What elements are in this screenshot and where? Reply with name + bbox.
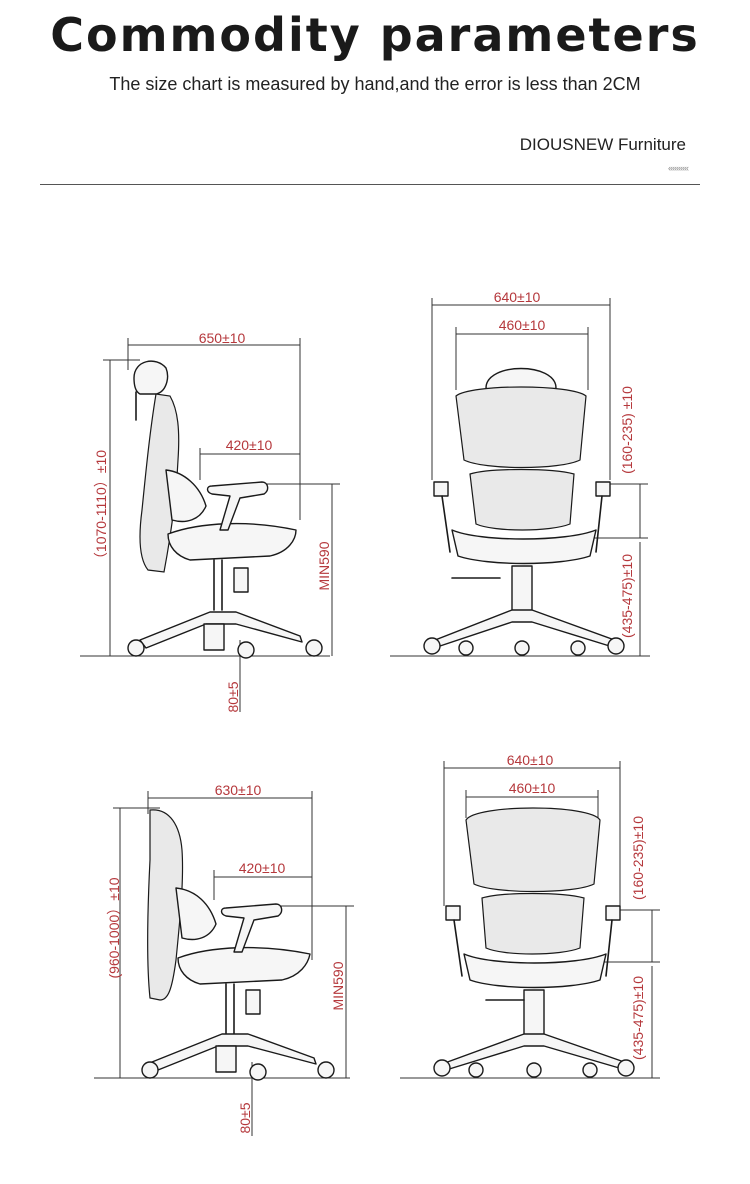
dim-arm-depth-label: 420±10 bbox=[239, 860, 286, 876]
bottom-front-view: 640±10 460±10 (160-235)±10 (435-475)±10 bbox=[400, 752, 660, 1079]
bottom-side-view: 630±10 420±10 (960-1000）±10 MIN590 80±5 bbox=[94, 782, 354, 1136]
dim-seat-height-label: MIN590 bbox=[316, 541, 332, 590]
dim-inner-width-label: 460±10 bbox=[509, 780, 556, 796]
page-subtitle: The size chart is measured by hand,and t… bbox=[109, 74, 641, 94]
dim-back-range-label: (160-235) ±10 bbox=[619, 386, 635, 474]
brand-name: DIOUSNEW Furniture bbox=[519, 135, 686, 154]
dim-foot-label: 80±5 bbox=[225, 681, 241, 712]
dim-height-label: （1070-1110）±10 bbox=[93, 450, 109, 566]
dim-back-range-label: (160-235)±10 bbox=[630, 816, 646, 900]
dim-height-label: (960-1000）±10 bbox=[106, 877, 122, 978]
chair-side-illustration bbox=[127, 360, 323, 659]
dim-seat-height-label: MIN590 bbox=[330, 961, 346, 1010]
chair-side-illustration bbox=[141, 809, 335, 1081]
chair-front-illustration bbox=[423, 367, 625, 656]
dim-width-label: 630±10 bbox=[215, 782, 262, 798]
dim-width-label: 640±10 bbox=[494, 289, 541, 305]
dim-width-label: 640±10 bbox=[507, 752, 554, 768]
dim-arm-depth-label: 420±10 bbox=[226, 437, 273, 453]
dim-seat-range-label: (435-475)±10 bbox=[630, 976, 646, 1060]
top-side-view: 650±10 420±10 （1070-1110）±10 MIN590 80±5 bbox=[80, 330, 340, 713]
chair-front-illustration bbox=[433, 807, 635, 1078]
header-divider bbox=[40, 184, 700, 185]
page-title: Commodity parameters bbox=[50, 8, 700, 62]
dim-inner-width-label: 460±10 bbox=[499, 317, 546, 333]
top-front-view: 640±10 460±10 (160-235) ±10 (435-475)±10 bbox=[390, 289, 650, 657]
dim-width-label: 650±10 bbox=[199, 330, 246, 346]
brand-chevrons: ‹‹‹‹‹‹‹‹‹‹ bbox=[668, 163, 689, 173]
dim-seat-range-label: (435-475)±10 bbox=[619, 554, 635, 638]
dim-foot-label: 80±5 bbox=[237, 1102, 253, 1133]
